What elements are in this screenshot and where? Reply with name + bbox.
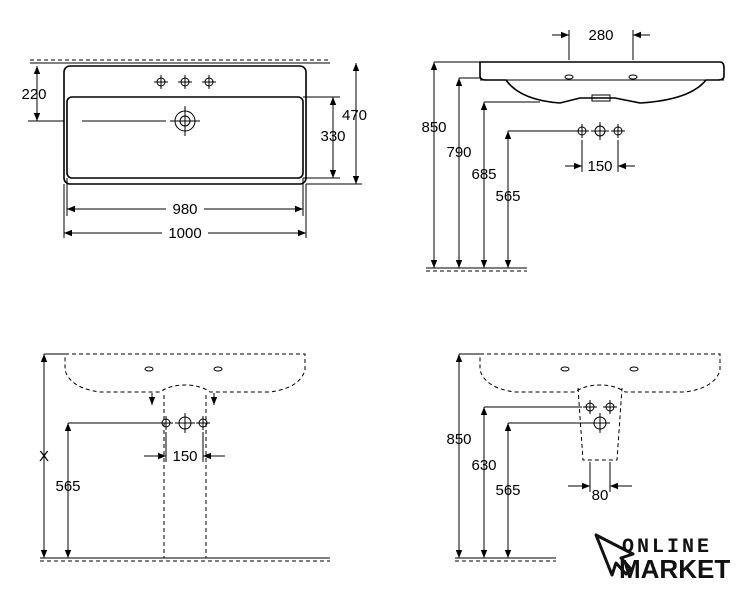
basin-outline-dashed [64,353,306,393]
dim-565: 565 [55,478,80,495]
pipe-hole-icon [195,415,211,431]
dim-80: 80 [592,487,609,504]
pipe-hole-icon [610,123,626,139]
dim-280: 280 [588,27,613,44]
dim-565: 565 [495,482,520,499]
pipe-hole-icon [582,399,598,415]
cursor-icon [594,533,635,577]
logo-line1: ONLINE [622,536,712,559]
dim-685: 685 [471,166,496,183]
dim-150: 150 [172,448,197,465]
online-market-logo: ONLINE MARKET [594,533,730,584]
dim-150: 150 [587,158,612,175]
pipe-hole-icon [158,415,174,431]
dim-630: 630 [471,457,496,474]
dim-850: 850 [446,431,471,448]
dim-470: 470 [342,107,367,124]
pedestal-dashed [163,395,207,558]
basin-profile [479,61,725,104]
top-view: 220 470 330 980 1000 [21,59,367,242]
half-pedestal-dashed [577,387,623,461]
tap-hole-icon [201,74,217,90]
front-view-pedestal: X 565 150 [39,353,330,562]
dim-1000: 1000 [168,225,201,242]
logo-line2: MARKET [619,554,730,584]
dim-790: 790 [446,144,471,161]
pipe-hole-icon [602,399,618,415]
dim-565: 565 [495,188,520,205]
tap-hole-icon [564,74,574,80]
dim-220: 220 [21,86,46,103]
tap-hole-icon [153,74,169,90]
dim-980: 980 [172,201,197,218]
pipe-hole-icon [574,123,590,139]
side-view: 280 850 790 685 565 150 [421,27,725,272]
front-view-half-pedestal: 850 630 565 80 [446,353,721,562]
dim-850: 850 [421,119,446,136]
dim-330: 330 [320,128,345,145]
tap-hole-icon [628,74,638,80]
basin-outline [63,65,307,185]
dim-x: X [39,448,49,465]
basin-bowl [66,96,304,179]
basin-outline-dashed [479,353,721,393]
tap-hole-icon [177,74,193,90]
